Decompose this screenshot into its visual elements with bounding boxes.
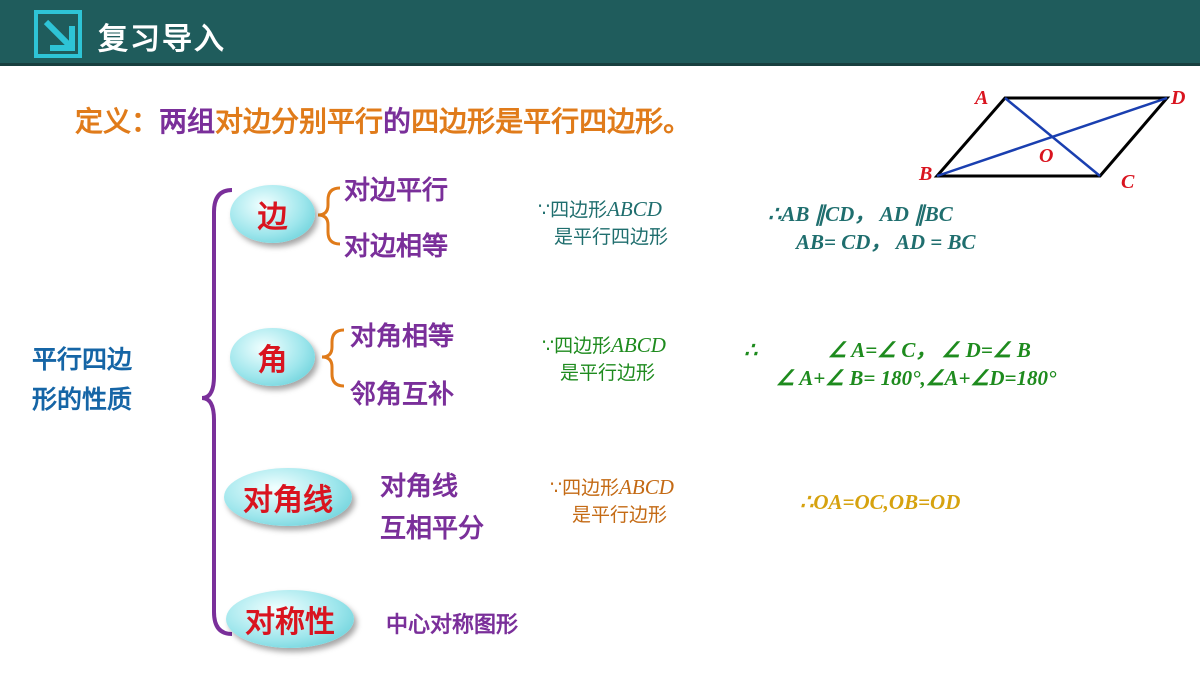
bian-sub2: 对边相等 (344, 232, 449, 262)
bian-condition-line1: ∵四边形ABCD (538, 196, 668, 224)
jiao-result-line1: ∠ A=∠ C， ∠ D=∠ B (828, 338, 1031, 362)
jiao-cond-pre: ∵四边形 (542, 335, 612, 357)
properties-label-line1: 平行四边 (32, 345, 133, 374)
jiao-condition-line1: ∵四边形ABCD (542, 332, 666, 360)
jiao-sub1: 对角相等 (350, 322, 455, 352)
duijiaoxian-result: ∴OA=OC,OB=OD (800, 490, 961, 514)
bian-brace (317, 186, 341, 246)
djx-cond-pre: ∵四边形 (550, 477, 620, 499)
definition-part3: 的 (383, 105, 412, 138)
bian-condition-line2: 是平行四边形 (554, 226, 669, 248)
definition-part2: 对边分别平行 (215, 105, 384, 138)
duijiaoxian-condition: ∵四边形ABCD 是平行边形 (550, 474, 674, 529)
bian-result: ∴AB ∥CD， AD ∥BC AB= CD， AD = BC (768, 200, 976, 256)
bian-result-line1: ∴AB ∥CD， AD ∥BC (768, 202, 953, 226)
duijiaoxian-sub2: 互相平分 (380, 514, 485, 544)
jiao-condition: ∵四边形ABCD 是平行边形 (542, 332, 666, 387)
vertex-label-d: D (1170, 87, 1185, 109)
duijiaoxian-condition-line1: ∵四边形ABCD (550, 474, 674, 502)
bian-sub1: 对边平行 (344, 176, 449, 206)
arrow-down-right-icon (34, 10, 82, 58)
duijiaoxian-ellipse: 对角线 (224, 468, 352, 526)
jiao-cond-em: ABCD (611, 333, 666, 357)
jiao-condition-line2: 是平行边形 (560, 362, 656, 384)
bian-cond-em: ABCD (607, 197, 662, 221)
duijiaoxian-sub1: 对角线 (380, 472, 459, 502)
jiao-result-line2: ∠ A+∠ B= 180°,∠A+∠D=180° (776, 366, 1057, 390)
duichenxing-sub1: 中心对称图形 (386, 613, 519, 638)
center-label-o: O (1039, 145, 1053, 167)
jiao-brace (321, 328, 345, 388)
definition-part1: 两组 (159, 105, 216, 138)
duijiaoxian-condition-line2: 是平行边形 (572, 504, 668, 526)
jiao-therefore: ∴ (744, 338, 758, 362)
properties-label-line2: 形的性质 (32, 385, 133, 414)
parallelogram-figure: A D B C O (918, 87, 1185, 193)
bian-cond-pre: ∵四边形 (538, 199, 608, 221)
jiao-ellipse: 角 (230, 328, 315, 386)
vertex-label-b: B (918, 163, 932, 185)
jiao-sub2: 邻角互补 (350, 380, 455, 410)
definition-prefix: 定义： (75, 105, 160, 138)
header-bar: 复习导入 (0, 0, 1200, 66)
vertex-label-c: C (1121, 171, 1135, 193)
vertex-label-a: A (973, 87, 988, 109)
main-brace (201, 188, 233, 636)
bian-result-line2: AB= CD， AD = BC (796, 230, 976, 254)
bian-ellipse: 边 (230, 185, 315, 243)
diagonal-bd (936, 96, 1168, 178)
definition-part4: 四边形是平行四边形。 (411, 105, 692, 138)
bian-condition: ∵四边形ABCD 是平行四边形 (538, 196, 668, 251)
properties-label: 平行四边 形的性质 (32, 340, 192, 420)
jiao-result: ∠ A=∠ C， ∠ D=∠ B ∠ A+∠ B= 180°,∠A+∠D=180… (776, 336, 1056, 392)
definition-line: 定义：两组对边分别平行的四边形是平行四边形。 (75, 100, 691, 140)
djx-cond-em: ABCD (619, 475, 674, 499)
duichenxing-ellipse: 对称性 (226, 590, 354, 648)
page-title: 复习导入 (98, 22, 226, 57)
